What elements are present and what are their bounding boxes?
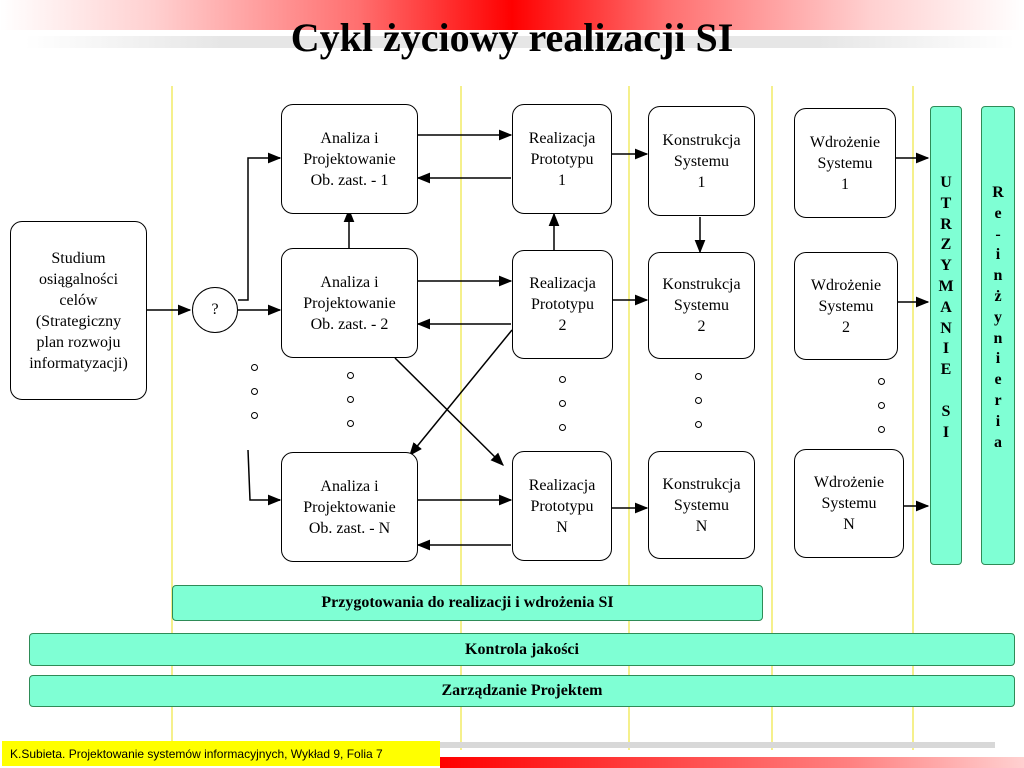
maintenance-letter: A	[940, 298, 952, 316]
reengineering-letter: e	[994, 371, 1002, 389]
deployment-box-1: Wdrożenie Systemu 1	[794, 108, 896, 218]
reengineering-letter: i	[995, 350, 1001, 368]
prototype-box-1: Realizacja Prototypu 1	[512, 104, 612, 214]
top-gradient-band	[0, 0, 1024, 30]
phase-divider-line	[171, 86, 173, 750]
arrow-analysis2-to-proton	[394, 357, 504, 466]
branch-line-bottom	[247, 449, 280, 501]
construction-box-1: Konstrukcja Systemu 1	[648, 106, 755, 216]
footer-caption: K.Subieta. Projektowanie systemów inform…	[2, 741, 440, 766]
ellipsis-dots	[247, 364, 261, 436]
reengineering-letter: i	[995, 412, 1001, 430]
reengineering-letter: i	[995, 246, 1001, 264]
decision-node: ?	[192, 287, 238, 333]
reengineering-letter: n	[993, 267, 1003, 285]
analysis-box-2: Analiza i Projektowanie Ob. zast. - 2	[281, 248, 418, 358]
reengineering-letter: y	[994, 308, 1002, 326]
phase-divider-line	[460, 86, 462, 750]
reengineering-letter: ż	[994, 287, 1002, 305]
phase-divider-line	[771, 86, 773, 750]
arrow-proto2-to-analysisn	[409, 329, 513, 457]
quality-control-bar: Kontrola jakości	[29, 633, 1015, 666]
reengineering-letter: e	[994, 204, 1002, 222]
maintenance-letter: Z	[940, 236, 952, 254]
maintenance-letter: N	[940, 319, 952, 337]
maintenance-letter: Y	[940, 257, 952, 275]
construction-box-n: Konstrukcja Systemu N	[648, 451, 755, 559]
ellipsis-dots	[691, 373, 705, 445]
feasibility-study-box: Studium osiągalności celów (Strategiczny…	[10, 221, 147, 400]
footer-grey-band	[440, 742, 995, 748]
maintenance-letter: I	[942, 423, 950, 441]
deployment-box-2: Wdrożenie Systemu 2	[794, 252, 898, 360]
maintenance-letter: S	[941, 402, 951, 420]
analysis-box-1: Analiza i Projektowanie Ob. zast. - 1	[281, 104, 418, 214]
slide-title: Cykl życiowy realizacji SI	[290, 15, 734, 60]
maintenance-letter	[931, 381, 961, 402]
deployment-box-n: Wdrożenie Systemu N	[794, 449, 904, 558]
branch-line-top	[238, 157, 280, 301]
ellipsis-dots	[874, 378, 888, 450]
reengineering-letter: r	[994, 391, 1002, 409]
maintenance-letter: E	[940, 361, 952, 379]
project-management-bar: Zarządzanie Projektem	[29, 675, 1015, 707]
prototype-box-2: Realizacja Prototypu 2	[512, 250, 613, 359]
construction-box-2: Konstrukcja Systemu 2	[648, 252, 755, 359]
reengineering-letter: -	[995, 225, 1001, 243]
prototype-box-n: Realizacja Prototypu N	[512, 451, 612, 561]
title-underline-band	[25, 36, 1015, 48]
reengineering-letter: n	[993, 329, 1003, 347]
maintenance-letter: T	[940, 194, 952, 212]
maintenance-letter: I	[942, 340, 950, 358]
footer-red-band	[440, 757, 1024, 768]
analysis-box-n: Analiza i Projektowanie Ob. zast. - N	[281, 452, 418, 562]
reengineering-letter: R	[992, 184, 1004, 201]
maintenance-letter: M	[938, 277, 954, 295]
phase-divider-line	[628, 86, 630, 750]
maintenance-letter: U	[940, 174, 952, 191]
ellipsis-dots	[555, 376, 569, 448]
ellipsis-dots	[343, 372, 357, 444]
reengineering-letter: a	[994, 433, 1002, 451]
phase-divider-line	[912, 86, 914, 750]
maintenance-letter: R	[940, 215, 952, 233]
preparation-bar: Przygotowania do realizacji i wdrożenia …	[172, 585, 763, 621]
